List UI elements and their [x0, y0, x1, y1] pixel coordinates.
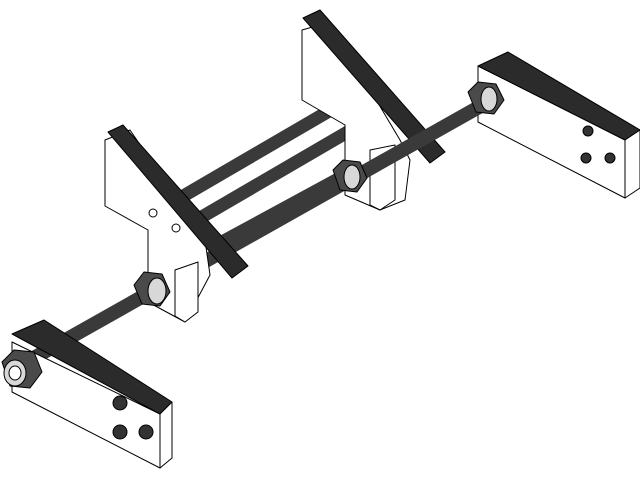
nut-left [1, 349, 43, 389]
hole [171, 223, 181, 233]
left-end-plate [11, 319, 173, 469]
nut-right [467, 81, 505, 115]
hole [604, 152, 616, 164]
nut-mid-left [133, 271, 171, 307]
hole [112, 395, 128, 411]
nut-mid-right [332, 159, 368, 193]
right-end-plate [477, 51, 640, 199]
hole [148, 208, 158, 218]
hole [138, 424, 154, 440]
hole [112, 424, 128, 440]
hole [582, 125, 594, 137]
main-threaded-rod [23, 91, 502, 367]
upper-rod-1 [178, 93, 355, 202]
hole [580, 152, 592, 164]
left-bracket [104, 124, 249, 323]
